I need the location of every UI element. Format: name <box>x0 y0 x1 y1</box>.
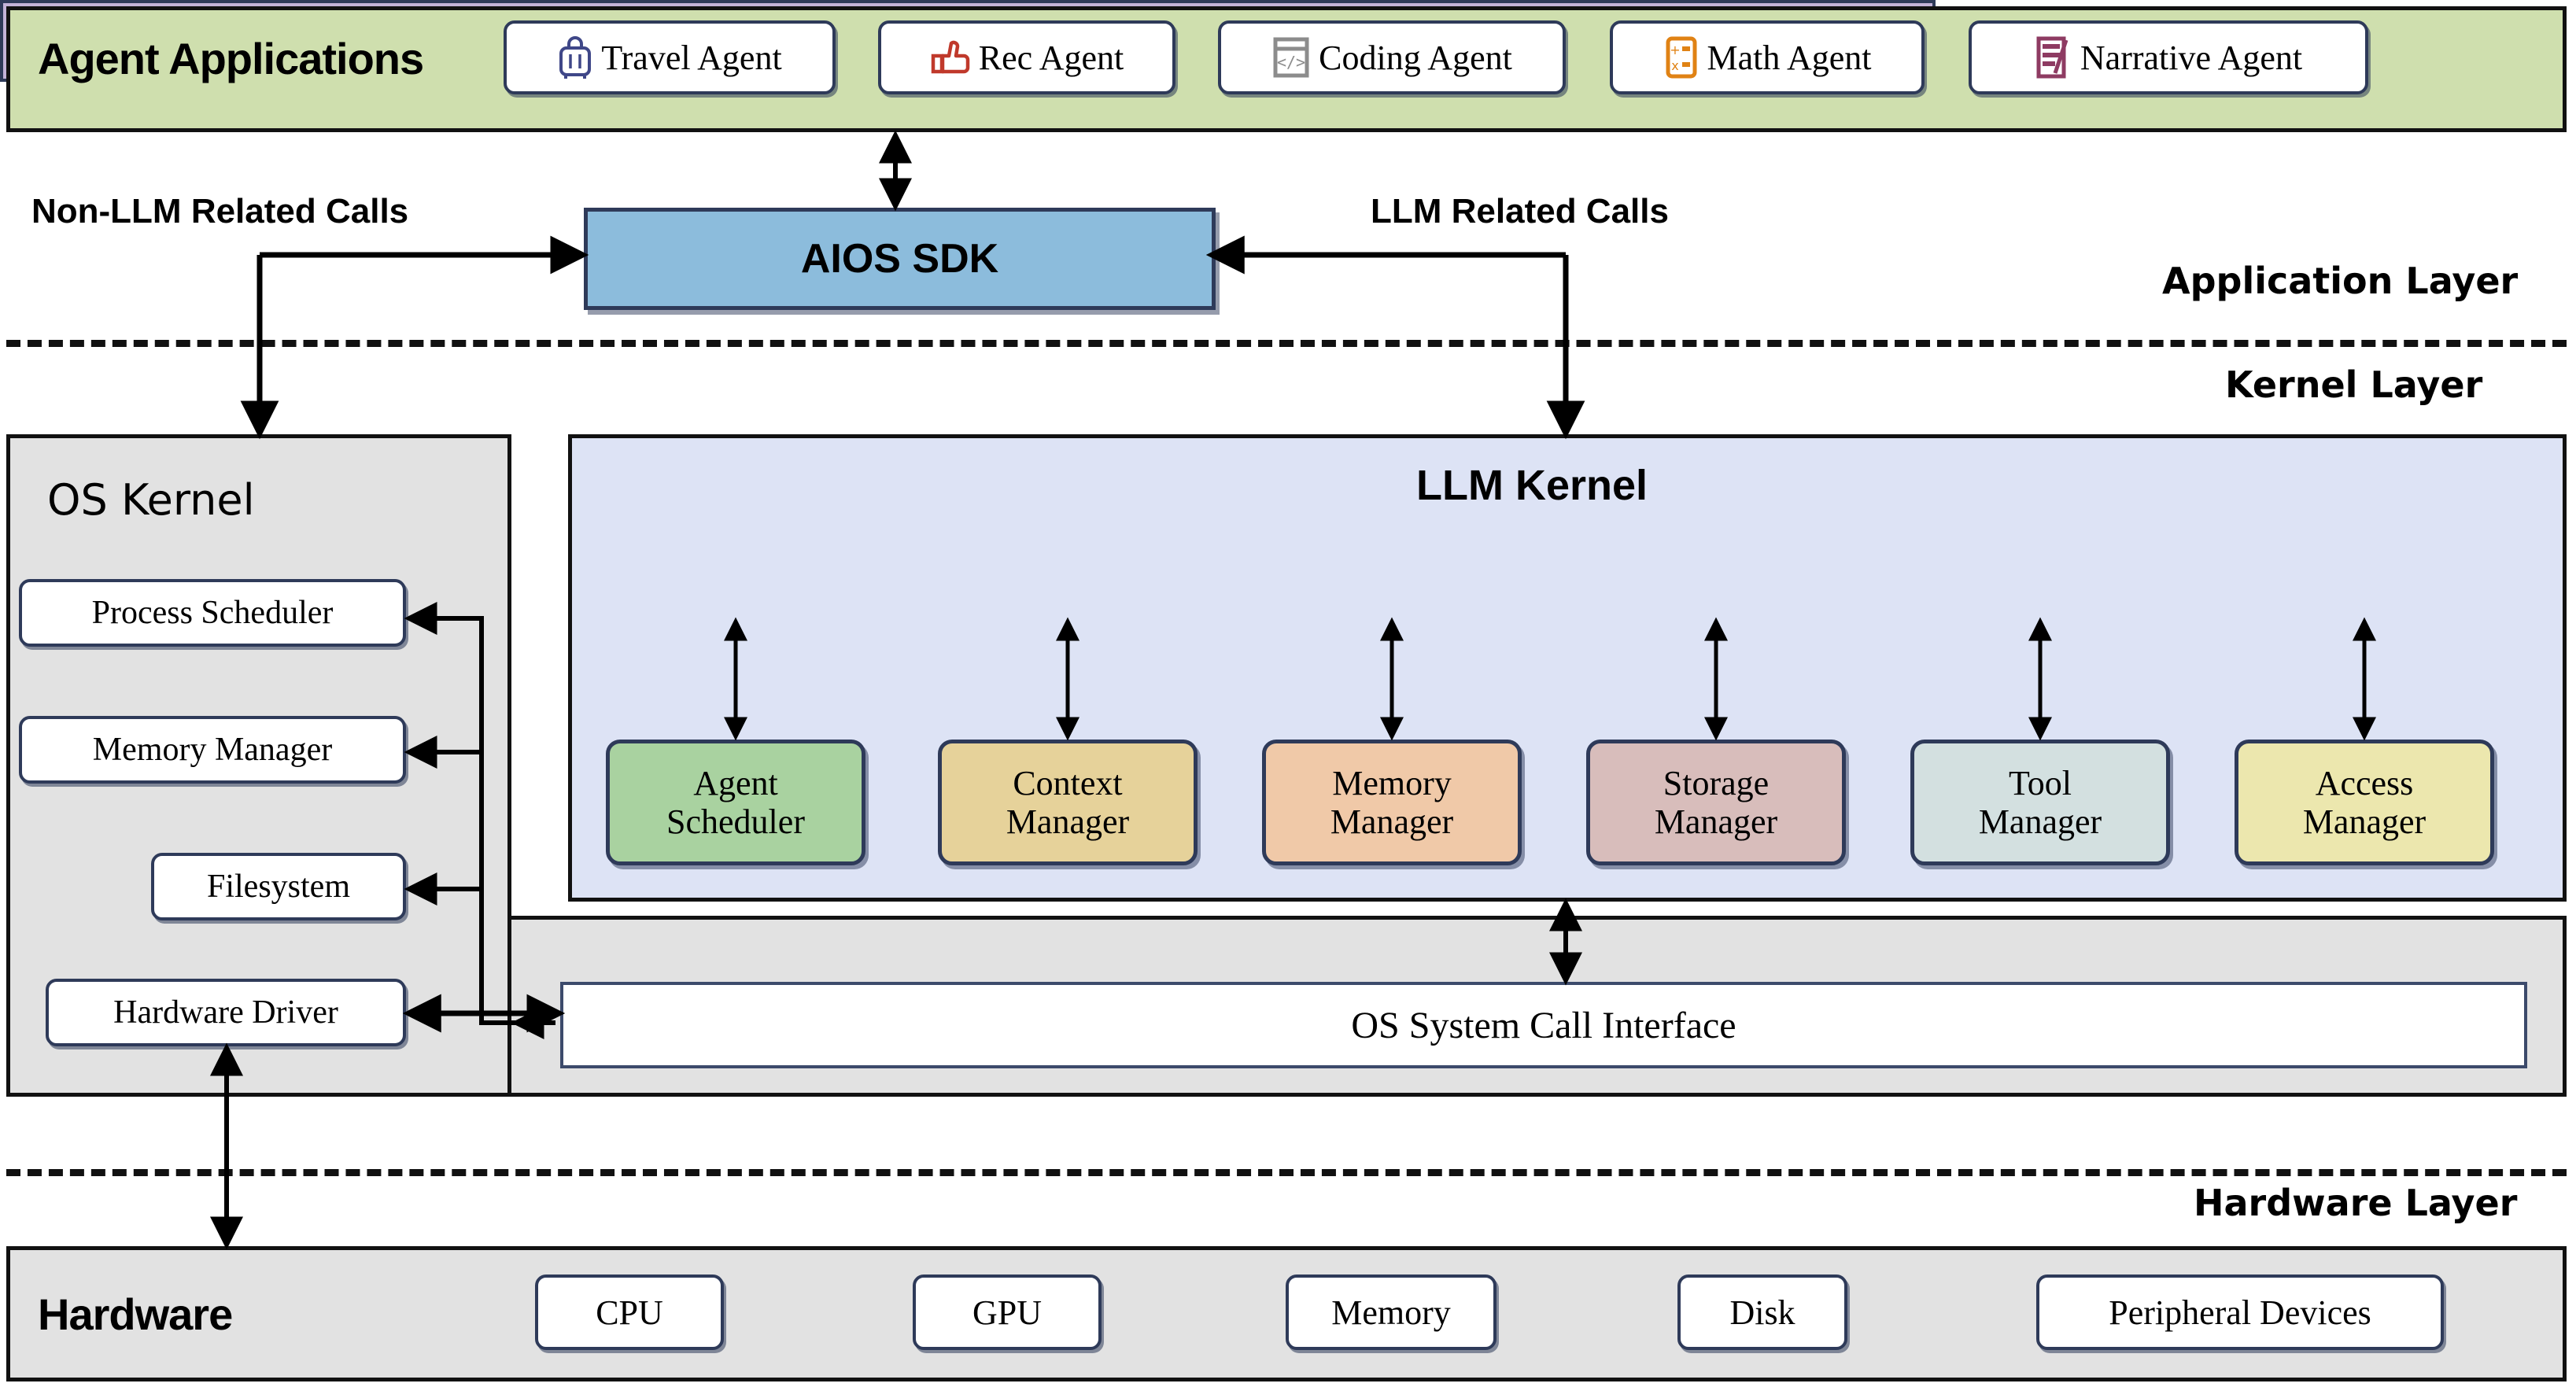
hardware-item-label: GPU <box>972 1293 1043 1332</box>
agent-label: Travel Agent <box>601 38 782 77</box>
os-module-label: Memory Manager <box>92 732 333 768</box>
os-module-process-scheduler[interactable]: Process Scheduler <box>19 579 406 647</box>
agent-label: Math Agent <box>1707 38 1872 77</box>
manager-label-line2: Manager <box>1978 802 2102 841</box>
agent-button-math[interactable]: +x Math Agent <box>1610 20 1925 94</box>
manager-label-line2: Manager <box>1654 802 1778 841</box>
manager-label-line2: Manager <box>2302 802 2427 841</box>
llm-kernel-title: LLM Kernel <box>1416 462 1648 509</box>
divider-kernel-hardware <box>6 1169 2567 1176</box>
hardware-layer-label: Hardware Layer <box>2194 1182 2518 1224</box>
os-kernel-title: OS Kernel <box>47 475 255 525</box>
os-system-call-interface[interactable]: OS System Call Interface <box>560 982 2527 1068</box>
calculator-icon: +x <box>1663 35 1699 79</box>
os-module-label: Filesystem <box>206 869 350 905</box>
llm-related-calls-label: LLM Related Calls <box>1371 192 1669 231</box>
manager-label-line2: Manager <box>1006 802 1130 841</box>
os-module-label: Hardware Driver <box>113 994 338 1031</box>
hardware-item-label: CPU <box>596 1293 663 1332</box>
application-layer-label: Application Layer <box>2162 260 2519 302</box>
notepad-pen-icon <box>2035 35 2072 79</box>
manager-label-line1: Context <box>1013 763 1123 802</box>
divider-app-kernel <box>6 340 2567 347</box>
manager-label-line2: Scheduler <box>666 802 805 841</box>
hardware-item-label: Memory <box>1331 1293 1451 1332</box>
suitcase-icon <box>557 35 593 79</box>
application-band-title: Agent Applications <box>38 34 424 83</box>
os-syscall-label: OS System Call Interface <box>1351 1004 1736 1046</box>
manager-label-line1: Memory <box>1332 763 1452 802</box>
os-module-label: Process Scheduler <box>91 595 334 631</box>
agent-button-travel[interactable]: Travel Agent <box>504 20 836 94</box>
manager-label-line1: Storage <box>1663 763 1770 802</box>
llm-manager-agent-scheduler[interactable]: Agent Scheduler <box>606 740 865 865</box>
kernel-layer-label: Kernel Layer <box>2225 363 2483 406</box>
manager-label-line1: Access <box>2315 763 2414 802</box>
os-module-filesystem[interactable]: Filesystem <box>151 853 406 920</box>
os-module-memory-manager[interactable]: Memory Manager <box>19 716 406 784</box>
svg-text:x: x <box>1671 58 1678 73</box>
hardware-item-disk[interactable]: Disk <box>1677 1274 1847 1350</box>
aios-sdk-box[interactable]: AIOS SDK <box>584 208 1216 310</box>
os-kernel-title-wrap: OS Kernel <box>47 475 255 525</box>
hardware-item-label: Disk <box>1729 1293 1795 1332</box>
llm-manager-storage-manager[interactable]: Storage Manager <box>1586 740 1846 865</box>
thumbs-up-icon <box>930 37 971 78</box>
hardware-item-cpu[interactable]: CPU <box>535 1274 724 1350</box>
agent-label: Coding Agent <box>1319 38 1512 77</box>
hardware-item-label: Peripheral Devices <box>2109 1293 2371 1332</box>
llm-manager-access-manager[interactable]: Access Manager <box>2235 740 2494 865</box>
llm-manager-memory-manager[interactable]: Memory Manager <box>1262 740 1522 865</box>
aios-sdk-label: AIOS SDK <box>800 236 999 282</box>
agent-label: Narrative Agent <box>2080 38 2303 77</box>
hardware-item-peripheral-devices[interactable]: Peripheral Devices <box>2036 1274 2444 1350</box>
manager-label-line1: Tool <box>2008 763 2072 802</box>
manager-label-line2: Manager <box>1330 802 1454 841</box>
hardware-item-gpu[interactable]: GPU <box>913 1274 1102 1350</box>
os-module-hardware-driver[interactable]: Hardware Driver <box>46 979 406 1046</box>
agent-button-narrative[interactable]: Narrative Agent <box>1969 20 2368 94</box>
agent-label: Rec Agent <box>978 38 1124 77</box>
non-llm-related-calls-label: Non-LLM Related Calls <box>31 192 409 231</box>
hardware-item-memory[interactable]: Memory <box>1286 1274 1497 1350</box>
manager-label-line1: Agent <box>693 763 778 802</box>
hardware-band-title: Hardware <box>38 1289 233 1339</box>
code-window-icon: </> <box>1271 36 1311 79</box>
llm-manager-context-manager[interactable]: Context Manager <box>938 740 1198 865</box>
agent-button-coding[interactable]: </> Coding Agent <box>1218 20 1566 94</box>
svg-text:+: + <box>1670 42 1680 57</box>
llm-kernel-title-wrap: LLM Kernel <box>1416 461 1648 510</box>
svg-text:</>: </> <box>1277 53 1305 72</box>
agent-button-rec[interactable]: Rec Agent <box>878 20 1175 94</box>
llm-manager-tool-manager[interactable]: Tool Manager <box>1910 740 2170 865</box>
llm-kernel-box <box>568 434 2567 902</box>
